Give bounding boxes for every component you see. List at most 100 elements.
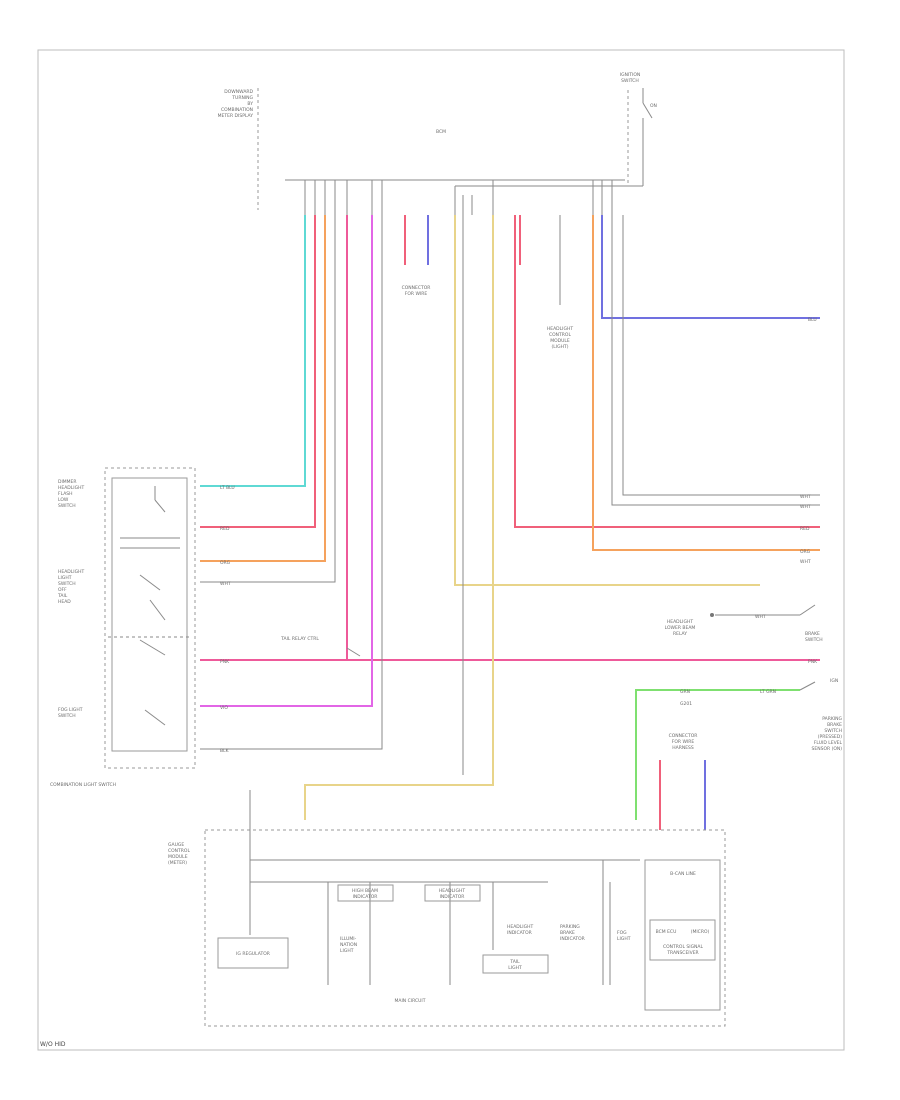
gauge-module-box xyxy=(204,829,726,1027)
parking-label-2: BRAKE xyxy=(827,722,842,728)
right-sub-2: (MICRO) xyxy=(691,929,710,935)
right-sub-3: CONTROL SIGNAL xyxy=(663,944,704,950)
right-label-1: WHT xyxy=(800,494,811,500)
unit-label-2: CONTROL xyxy=(168,848,190,854)
sub1-a: HEADLIGHT xyxy=(507,924,533,930)
wire-label-red: RED xyxy=(220,526,230,532)
ig-regulator-label: IG REGULATOR xyxy=(236,951,270,957)
ig-regulator xyxy=(217,937,289,969)
parking-brake-switch: GRN LT GRN IGN G201 PARKING BRAKE SWITCH… xyxy=(635,678,843,820)
footer-label: W/O HID xyxy=(40,1041,66,1048)
mid-group-6: HEAD xyxy=(58,599,71,605)
module-label-1: HEADLIGHT xyxy=(547,326,573,332)
sub2-c: INDICATOR xyxy=(560,936,585,942)
ignition-contact xyxy=(642,102,653,119)
wire-gray-1 xyxy=(200,215,336,583)
wire-yellow-1 xyxy=(454,215,760,586)
lower-beam-relay: HEADLIGHT LOWER BEAM RELAY WHT BRAKE SWI… xyxy=(665,604,823,643)
right-label-3: ORG xyxy=(800,549,811,555)
parking-wire-label-2: LT GRN xyxy=(760,689,776,695)
unit-label-1: GAUGE xyxy=(168,842,184,848)
bottom-group-2: SWITCH xyxy=(58,713,76,719)
indicator-box-2 xyxy=(424,884,481,902)
connector-wire-pair: CONNECTOR FOR WIRE xyxy=(402,215,431,297)
right-label-8: BLU xyxy=(808,317,817,323)
indicator-box-1 xyxy=(337,884,394,902)
right-label-1b: WHT xyxy=(800,504,811,510)
parking-label-3: SWITCH xyxy=(824,728,842,734)
lower-beam-label-3: RELAY xyxy=(673,631,687,637)
wire-label-org: ORG xyxy=(220,560,231,566)
mid-group-2: LIGHT xyxy=(58,575,72,581)
unit-label-4: (METER) xyxy=(168,860,187,866)
indicator-2-b: INDICATOR xyxy=(440,894,465,900)
right-label-4: WHT xyxy=(800,559,811,565)
wire-green xyxy=(635,689,800,820)
sub2-b: BRAKE xyxy=(560,930,575,936)
illum-label-2: NATION xyxy=(340,942,357,948)
ecu-label: BCM xyxy=(436,129,446,135)
ignition-on-label: ON xyxy=(650,103,657,109)
diagram-frame xyxy=(37,49,845,1051)
wire-gray-right xyxy=(611,215,820,506)
right-sub-1: BCM ECU xyxy=(656,929,677,935)
harness-label-3: HARNESS xyxy=(672,745,694,751)
ignition-switch: IGNITION SWITCH ON xyxy=(620,72,657,186)
parking-wire-label: GRN xyxy=(680,689,690,695)
wire-label-blk: BLK xyxy=(220,748,230,754)
wire-label-wht: WHT xyxy=(220,581,231,587)
tail-light-a: TAIL xyxy=(509,959,520,965)
top-label-line5: METER DISPLAY xyxy=(218,113,254,119)
indicator-1-b: INDICATOR xyxy=(353,894,378,900)
module-label-2: CONTROL xyxy=(549,332,571,338)
tail-light-b: LIGHT xyxy=(508,965,522,971)
wire-red xyxy=(200,215,316,528)
module-label-3: MODULE xyxy=(550,338,570,344)
right-label-2: RED xyxy=(800,526,810,532)
connector-label-1a: CONNECTOR xyxy=(402,285,431,291)
top-group-1: DIMMER xyxy=(58,479,77,485)
top-label-line2: TURNING xyxy=(231,95,253,101)
top-label-group: DOWNWARD TURNING BY COMBINATION METER DI… xyxy=(218,88,259,210)
right-label-6: PNK xyxy=(808,659,818,665)
top-group-5: SWITCH xyxy=(58,503,76,509)
mid-group-3: SWITCH xyxy=(58,581,76,587)
switch-title: COMBINATION LIGHT SWITCH xyxy=(50,782,116,788)
harness-label-1: CONNECTOR xyxy=(669,733,698,739)
switch-inner-box xyxy=(111,477,188,752)
connector-pins xyxy=(304,180,613,215)
unit-label-3: MODULE xyxy=(168,854,188,860)
brake-label-2: SWITCH xyxy=(805,637,823,643)
mid-group-5: TAIL xyxy=(57,593,68,599)
wire-label-vio: VIO xyxy=(220,705,228,711)
wire-orange-right xyxy=(592,215,820,551)
switch-dashed-box xyxy=(104,467,196,769)
wire-violet xyxy=(200,215,373,707)
mid-group-1: HEADLIGHT xyxy=(58,569,84,575)
mid-group-4: OFF xyxy=(58,587,67,593)
wire-yellow-2 xyxy=(304,215,494,820)
tail-relay-switch: TAIL RELAY CTRL xyxy=(280,636,361,657)
lower-beam-label-2: LOWER BEAM xyxy=(665,625,696,631)
right-box xyxy=(644,859,721,1011)
sub2-a: PARKING xyxy=(560,924,580,930)
ignition-switch-label: IGNITION xyxy=(620,72,641,78)
headlight-module: HEADLIGHT CONTROL MODULE (LIGHT) xyxy=(547,215,573,350)
right-box-label: B-CAN LINE xyxy=(670,871,696,877)
parking-label-1: PARKING xyxy=(822,716,842,722)
top-label-line1: DOWNWARD xyxy=(224,89,253,95)
top-label-line4: COMBINATION xyxy=(221,107,253,113)
illum-label-3: LIGHT xyxy=(340,948,354,954)
right-sub-cap: TRANSCEIVER xyxy=(666,950,698,956)
wire-orange xyxy=(200,215,326,562)
top-label-line3: BY xyxy=(247,101,253,107)
connector-label-1b: FOR WIRE xyxy=(405,291,428,297)
top-group-3: FLASH xyxy=(58,491,73,497)
tail-relay-label: TAIL RELAY CTRL xyxy=(280,636,319,642)
parking-label-4: (PRESSED) xyxy=(818,734,842,740)
parking-gnd: G201 xyxy=(680,701,692,707)
transceiver-box xyxy=(649,919,716,961)
sub3-a: FOG xyxy=(617,930,627,936)
main-circuit-label: MAIN CIRCUIT xyxy=(395,998,426,1004)
